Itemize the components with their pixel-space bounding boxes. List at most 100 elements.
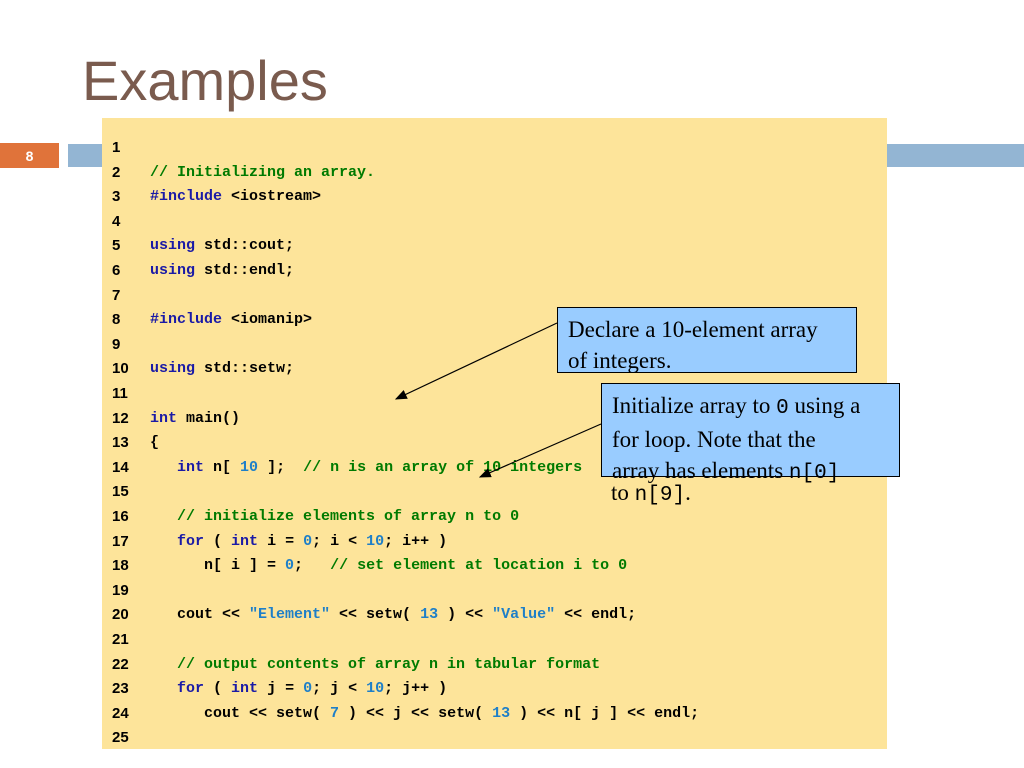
code-token: using bbox=[150, 262, 196, 279]
code-line: 15 bbox=[102, 480, 882, 504]
init-callout: Initialize array to 0 using a for loop. … bbox=[601, 383, 900, 485]
code-token: n[ bbox=[204, 458, 241, 476]
code-token: i = bbox=[258, 532, 304, 550]
line-number: 11 bbox=[112, 385, 128, 402]
code-token: ]; bbox=[258, 458, 304, 476]
code-token: cout << setw( bbox=[150, 704, 331, 722]
code-line: 4 bbox=[102, 210, 882, 234]
code-token: 10 bbox=[366, 680, 385, 698]
init-callout-text-c: array has elements bbox=[612, 458, 789, 483]
code-token: ( bbox=[204, 532, 232, 550]
line-number: 5 bbox=[112, 237, 121, 255]
code-token: int bbox=[231, 532, 259, 550]
code-line: 25 bbox=[102, 726, 882, 750]
code-line: 8#include <iomanip> bbox=[102, 308, 882, 332]
code-token: cout << bbox=[150, 606, 250, 624]
init-callout-tail: to n[9]. bbox=[611, 480, 691, 507]
code-text: using std::cout; bbox=[150, 234, 294, 258]
code-text: // Initializing an array. bbox=[150, 161, 375, 185]
code-text: for ( int j = 0; j < 10; j++ ) bbox=[150, 677, 447, 701]
init-callout-n9: n[9] bbox=[634, 484, 686, 507]
line-number: 16 bbox=[112, 508, 129, 525]
code-text: // initialize elements of array n to 0 bbox=[150, 505, 519, 529]
line-number: 3 bbox=[112, 188, 121, 206]
code-token: for bbox=[177, 532, 205, 550]
code-line: 19 bbox=[102, 579, 882, 603]
code-line: 24 cout << setw( 7 ) << j << setw( 13 ) … bbox=[102, 702, 882, 726]
line-number: 2 bbox=[112, 163, 121, 181]
code-line: 16 // initialize elements of array n to … bbox=[102, 505, 882, 529]
code-line: 20 cout << "Element" << setw( 13 ) << "V… bbox=[102, 603, 882, 627]
code-text: int n[ 10 ]; // n is an array of 10 inte… bbox=[150, 456, 582, 480]
line-number: 17 bbox=[112, 532, 129, 550]
code-text: cout << setw( 7 ) << j << setw( 13 ) << … bbox=[150, 702, 699, 726]
declare-callout-line1: Declare a 10-element array bbox=[568, 317, 818, 342]
init-callout-text-b: using a bbox=[788, 393, 861, 418]
line-number: 18 bbox=[112, 557, 129, 575]
code-text: #include <iostream> bbox=[150, 185, 321, 209]
code-line: 13 { bbox=[102, 431, 882, 455]
code-line: 17 for ( int i = 0; i < 10; i++ ) bbox=[102, 530, 882, 554]
code-token: { bbox=[150, 434, 160, 452]
code-text: using std::endl; bbox=[150, 259, 294, 283]
code-token: <iostream> bbox=[222, 188, 322, 206]
declare-callout: Declare a 10-element array of integers. bbox=[557, 307, 857, 373]
code-token: n[ i ] = bbox=[150, 557, 286, 575]
line-number: 10 bbox=[112, 360, 129, 378]
code-line: 9 bbox=[102, 333, 882, 357]
code-token: 10 bbox=[240, 458, 259, 476]
code-line: 10 using std::setw; bbox=[102, 357, 882, 381]
code-text: using std::setw; bbox=[150, 357, 294, 381]
code-line: 11 bbox=[102, 382, 882, 406]
code-text: { bbox=[150, 431, 159, 455]
code-text: #include <iomanip> bbox=[150, 308, 312, 332]
line-number: 22 bbox=[112, 655, 129, 673]
code-token: std::cout; bbox=[195, 237, 295, 255]
code-token: << setw( bbox=[330, 606, 421, 624]
code-token: // n is an array of 10 integers bbox=[303, 458, 583, 476]
init-callout-text-a: Initialize array to bbox=[612, 393, 777, 418]
slide-number: 8 bbox=[0, 143, 59, 168]
code-text: int main() bbox=[150, 407, 240, 431]
code-token: ) << j << setw( bbox=[339, 704, 493, 722]
code-token: ; i < bbox=[312, 532, 367, 550]
init-callout-zero: 0 bbox=[776, 397, 789, 420]
code-token: for bbox=[177, 680, 205, 698]
code-token: "Value" bbox=[492, 606, 556, 624]
init-callout-line2: for loop. Note that the bbox=[612, 427, 816, 452]
code-token: using bbox=[150, 237, 196, 255]
code-token: std::endl; bbox=[195, 262, 295, 279]
code-text: // output contents of array n in tabular… bbox=[150, 653, 600, 677]
code-token: 0 bbox=[303, 680, 313, 698]
init-callout-line1: Initialize array to 0 using a bbox=[612, 390, 889, 424]
code-text: n[ i ] = 0; // set element at location i… bbox=[150, 554, 627, 578]
line-number: 9 bbox=[112, 335, 121, 353]
code-token: ) << bbox=[438, 606, 493, 624]
code-line: 18 n[ i ] = 0; // set element at locatio… bbox=[102, 554, 882, 578]
code-token: std::setw; bbox=[195, 360, 295, 378]
line-number: 1 bbox=[112, 139, 121, 156]
init-callout-line3: array has elements n[0] bbox=[612, 455, 889, 489]
code-line: 23 for ( int j = 0; j < 10; j++ ) bbox=[102, 677, 882, 701]
code-token: <iomanip> bbox=[222, 311, 313, 329]
code-token: ; bbox=[294, 557, 331, 575]
title-band-left bbox=[68, 144, 102, 167]
code-token: // Initializing an array. bbox=[150, 163, 376, 181]
code-line: 7 bbox=[102, 284, 882, 308]
code-token: ) << n[ j ] << endl; bbox=[510, 704, 700, 722]
line-number: 14 bbox=[112, 458, 129, 476]
line-number: 13 bbox=[112, 434, 129, 452]
line-number: 15 bbox=[112, 483, 129, 501]
line-number: 7 bbox=[112, 286, 121, 304]
line-number: 4 bbox=[112, 212, 121, 230]
declare-callout-line2: of integers. bbox=[568, 348, 672, 373]
code-token: // initialize elements of array n to 0 bbox=[177, 508, 520, 525]
code-token: 0 bbox=[285, 557, 295, 575]
code-token: // output contents of array n in tabular… bbox=[177, 655, 601, 673]
line-number: 12 bbox=[112, 409, 129, 427]
code-line: 3 #include <iostream> bbox=[102, 185, 882, 209]
init-callout-n0: n[0] bbox=[788, 462, 840, 485]
line-number: 21 bbox=[112, 631, 129, 648]
code-token: #include bbox=[150, 311, 223, 329]
